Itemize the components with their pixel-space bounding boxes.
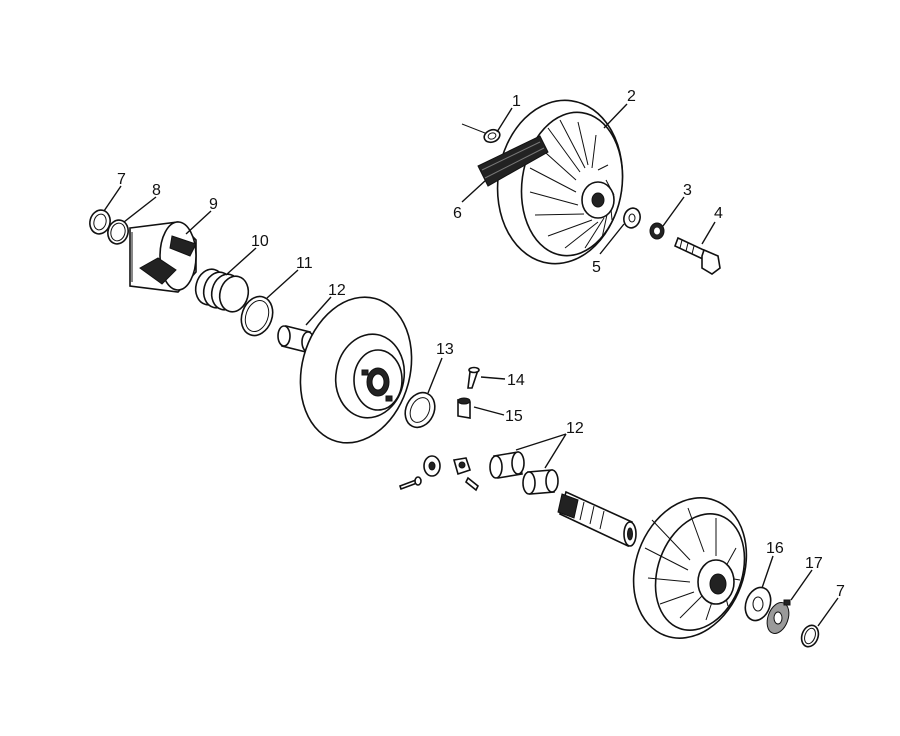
part-5-washer	[623, 207, 641, 229]
callout-7-right: 7	[836, 583, 845, 600]
part-4-bolt	[673, 236, 721, 275]
part-17-tab-washer	[766, 599, 791, 634]
part-9-cam	[129, 221, 197, 293]
part-7-circlip-left	[89, 209, 111, 235]
callout-7-left: 7	[117, 171, 126, 188]
movable-sheave	[299, 296, 413, 444]
part-13-bushing	[404, 391, 436, 429]
part-2-fixed-sheave	[496, 99, 624, 265]
callout-6: 6	[453, 205, 462, 222]
callout-10: 10	[251, 233, 269, 250]
lower-sheave	[632, 497, 748, 639]
callout-13: 13	[436, 341, 454, 358]
part-14-pin	[467, 366, 480, 389]
part-10-spring	[194, 268, 250, 313]
callout-15: 15	[505, 408, 523, 425]
part-3-lock-washer	[649, 222, 665, 240]
callout-labels: 1 2 3 4 5 6 7 8 9 10 11 12 13 14 15 12 1…	[117, 88, 845, 600]
part-11-ring	[240, 295, 274, 337]
part-1-snap-ring	[461, 123, 501, 144]
callout-9: 9	[209, 196, 218, 213]
part-6-belt-segment	[477, 135, 549, 187]
shaft	[557, 490, 637, 548]
callout-3: 3	[683, 182, 692, 199]
leader-lines	[103, 103, 839, 627]
part-12-bushings-lower	[489, 451, 559, 495]
loose-hardware	[398, 455, 480, 492]
part-8-ring	[107, 219, 129, 245]
part-15-roller	[457, 397, 471, 419]
callout-4: 4	[714, 205, 723, 222]
callout-12-lower: 12	[566, 420, 584, 437]
callout-5: 5	[592, 259, 601, 276]
callout-8: 8	[152, 182, 161, 199]
callout-1: 1	[512, 93, 521, 110]
callout-11: 11	[296, 255, 313, 272]
part-7-circlip-right	[800, 624, 820, 648]
callout-14: 14	[507, 372, 525, 389]
part-16-washer	[744, 586, 772, 622]
callout-17: 17	[805, 555, 823, 572]
callout-2: 2	[627, 88, 636, 105]
callout-12-upper: 12	[328, 282, 346, 299]
callout-16: 16	[766, 540, 784, 557]
